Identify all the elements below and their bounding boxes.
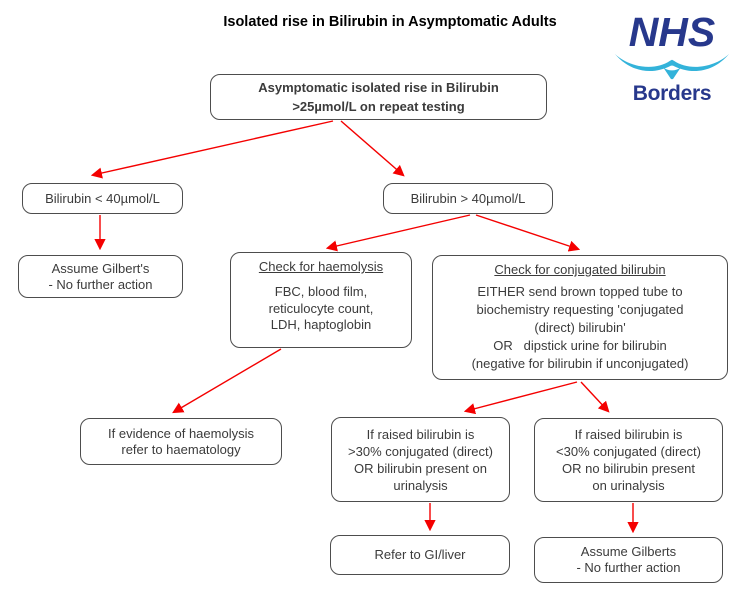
node-raised-lt30: If raised bilirubin is <30% conjugated (… xyxy=(534,418,723,502)
nhs-wave-icon xyxy=(614,53,730,80)
borders-wordmark: Borders xyxy=(632,82,712,105)
node-bilirubin-high: Bilirubin > 40µmol/L xyxy=(383,183,553,214)
arrow-root-to-low xyxy=(90,120,334,179)
arrow-high-to-haemolysis xyxy=(325,214,471,252)
node-assume-gilberts: Assume Gilbert's - No further action xyxy=(18,255,183,298)
arrow-root-to-high xyxy=(340,120,405,177)
nhs-borders-logo: NHS Borders xyxy=(597,12,747,105)
node-body: EITHER send brown topped tube to biochem… xyxy=(471,284,689,371)
node-check-conjugated: Check for conjugated bilirubin EITHER se… xyxy=(432,255,728,380)
node-check-haemolysis: Check for haemolysis FBC, blood film, re… xyxy=(230,252,412,348)
node-assume-gilberts-final: Assume Gilberts - No further action xyxy=(534,537,723,583)
page-title: Isolated rise in Bilirubin in Asymptomat… xyxy=(223,14,557,30)
arrow-conjugated-to-gt30 xyxy=(463,381,578,415)
nhs-wordmark: NHS xyxy=(628,9,716,55)
arrow-haemolysis-to-evidence xyxy=(172,348,282,414)
arrow-high-to-conjugated xyxy=(475,214,581,252)
arrow-conjugated-to-lt30 xyxy=(580,381,610,413)
node-evidence-haemolysis: If evidence of haemolysis refer to haema… xyxy=(80,418,282,465)
node-bilirubin-low: Bilirubin < 40µmol/L xyxy=(22,183,183,214)
node-body: FBC, blood film, reticulocyte count, LDH… xyxy=(268,284,374,332)
node-heading: Check for haemolysis xyxy=(258,259,384,274)
node-raised-gt30: If raised bilirubin is >30% conjugated (… xyxy=(331,417,510,502)
node-heading: Check for conjugated bilirubin xyxy=(494,262,666,277)
node-refer-gi-liver: Refer to GI/liver xyxy=(330,535,510,575)
node-root: Asymptomatic isolated rise in Bilirubin … xyxy=(210,74,547,120)
